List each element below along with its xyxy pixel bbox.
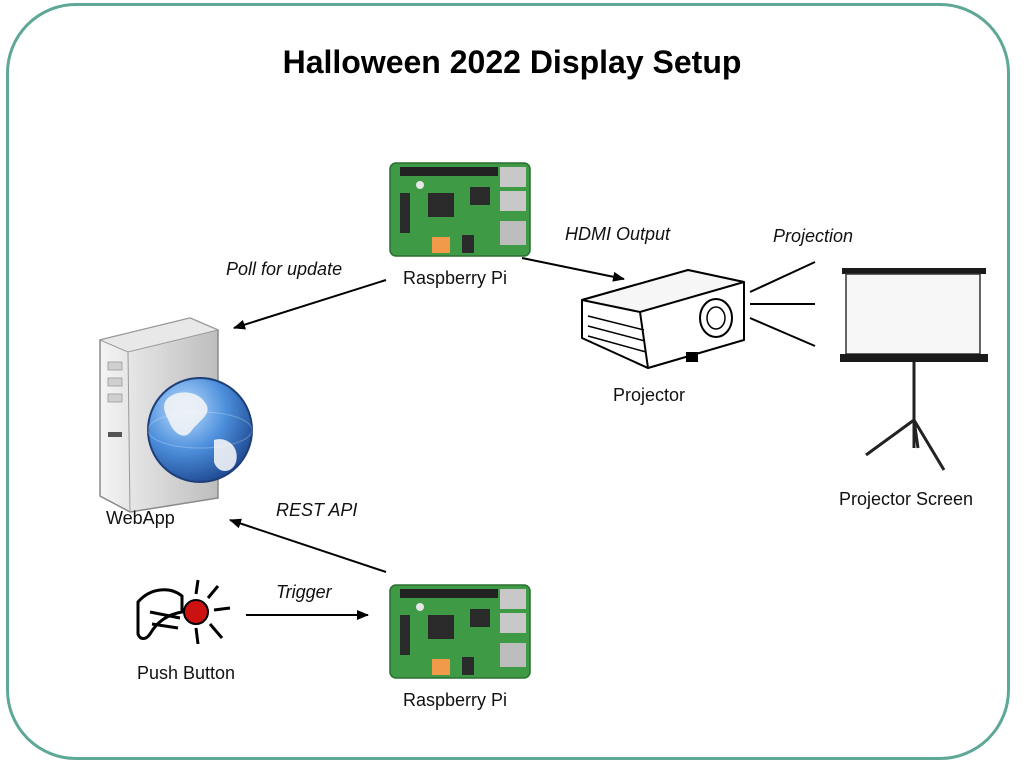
edge-label-hdmi: HDMI Output — [565, 224, 671, 244]
diagram-frame — [6, 3, 1010, 760]
node-label-pi-top: Raspberry Pi — [403, 268, 508, 288]
projection-beam-top — [749, 261, 816, 293]
edge-label-rest: REST API — [276, 500, 358, 520]
arrow-poll-for-update — [233, 279, 387, 330]
projector-screen-icon — [840, 268, 988, 471]
node-label-projector: Projector — [613, 385, 686, 405]
edge-label-trigger: Trigger — [276, 582, 332, 602]
node-label-pi-bottom: Raspberry Pi — [403, 690, 508, 710]
edge-label-projection: Projection — [773, 226, 854, 246]
projection-beam-bottom — [749, 317, 816, 347]
globe-icon — [147, 377, 253, 483]
edge-label-poll: Poll for update — [226, 259, 343, 279]
push-button-icon — [136, 579, 231, 645]
raspberry-pi-bottom-icon — [389, 584, 531, 679]
arrow-hdmi-output — [521, 257, 625, 282]
raspberry-pi-top-icon — [389, 162, 531, 257]
node-label-webapp: WebApp — [106, 508, 175, 528]
arrow-rest-api — [229, 518, 387, 573]
node-label-projector-screen: Projector Screen — [839, 489, 974, 509]
node-label-push-button: Push Button — [137, 663, 236, 683]
projector-icon — [581, 268, 745, 370]
diagram-title: Halloween 2022 Display Setup — [282, 44, 742, 80]
